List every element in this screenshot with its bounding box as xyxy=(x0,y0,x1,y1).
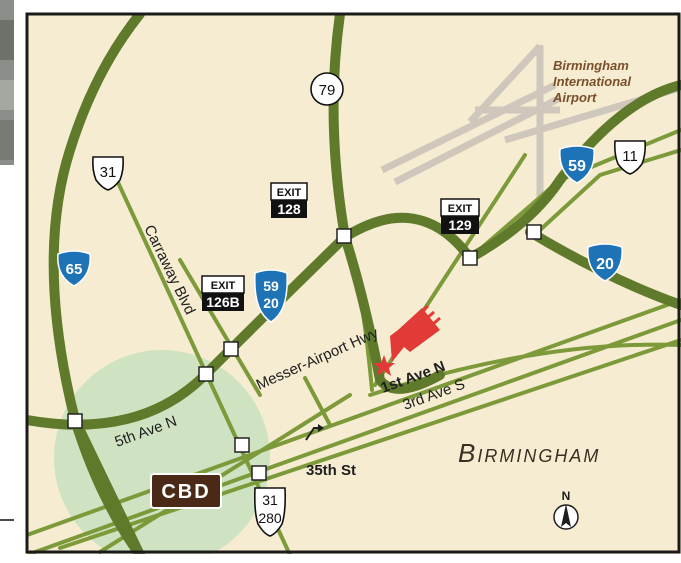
svg-text:EXIT: EXIT xyxy=(211,280,236,292)
state-route-shield-79: 79 xyxy=(310,72,344,106)
cbd-badge: CBD xyxy=(150,473,222,509)
exit-sign-128: EXIT 128 xyxy=(270,182,308,218)
svg-text:N: N xyxy=(562,489,571,503)
destination-arrow xyxy=(373,304,441,376)
svg-text:31: 31 xyxy=(100,164,117,181)
svg-text:126B: 126B xyxy=(206,294,239,310)
interstate-shield-20: 20 xyxy=(587,243,623,282)
north-compass: N xyxy=(553,489,579,530)
svg-text:11: 11 xyxy=(622,148,638,165)
svg-text:129: 129 xyxy=(448,217,472,233)
photo-strip xyxy=(0,0,14,165)
interstate-shield-65: 65 xyxy=(57,250,91,287)
svg-text:20: 20 xyxy=(596,256,614,273)
svg-text:59: 59 xyxy=(263,278,279,294)
svg-text:59: 59 xyxy=(568,158,586,175)
svg-text:31: 31 xyxy=(262,492,278,508)
svg-text:CBD: CBD xyxy=(161,481,210,503)
us-route-shield-31-280: 31 280 xyxy=(254,487,286,537)
exit-sign-129: EXIT 129 xyxy=(440,198,480,234)
interstate-shield-59: 59 xyxy=(559,145,595,184)
us-route-shield-31: 31 xyxy=(92,156,124,191)
svg-text:128: 128 xyxy=(277,201,301,217)
map-frame xyxy=(25,12,681,554)
svg-text:EXIT: EXIT xyxy=(448,203,473,215)
destination-star xyxy=(373,355,395,376)
svg-text:EXIT: EXIT xyxy=(277,187,302,199)
thirtyfifth-st-label: 35th St xyxy=(306,462,356,479)
exit-sign-126b: EXIT 126B xyxy=(201,275,245,311)
interchanges xyxy=(67,224,542,481)
svg-text:79: 79 xyxy=(319,82,336,99)
city-label: Birmingham xyxy=(458,438,600,468)
interstate-shield-59-20: 59 20 xyxy=(254,269,288,323)
us-route-shield-11: 11 xyxy=(614,140,646,175)
svg-text:20: 20 xyxy=(263,295,279,311)
airport-label: Birmingham International Airport xyxy=(552,58,635,105)
svg-text:65: 65 xyxy=(66,261,83,278)
svg-text:280: 280 xyxy=(258,510,282,526)
